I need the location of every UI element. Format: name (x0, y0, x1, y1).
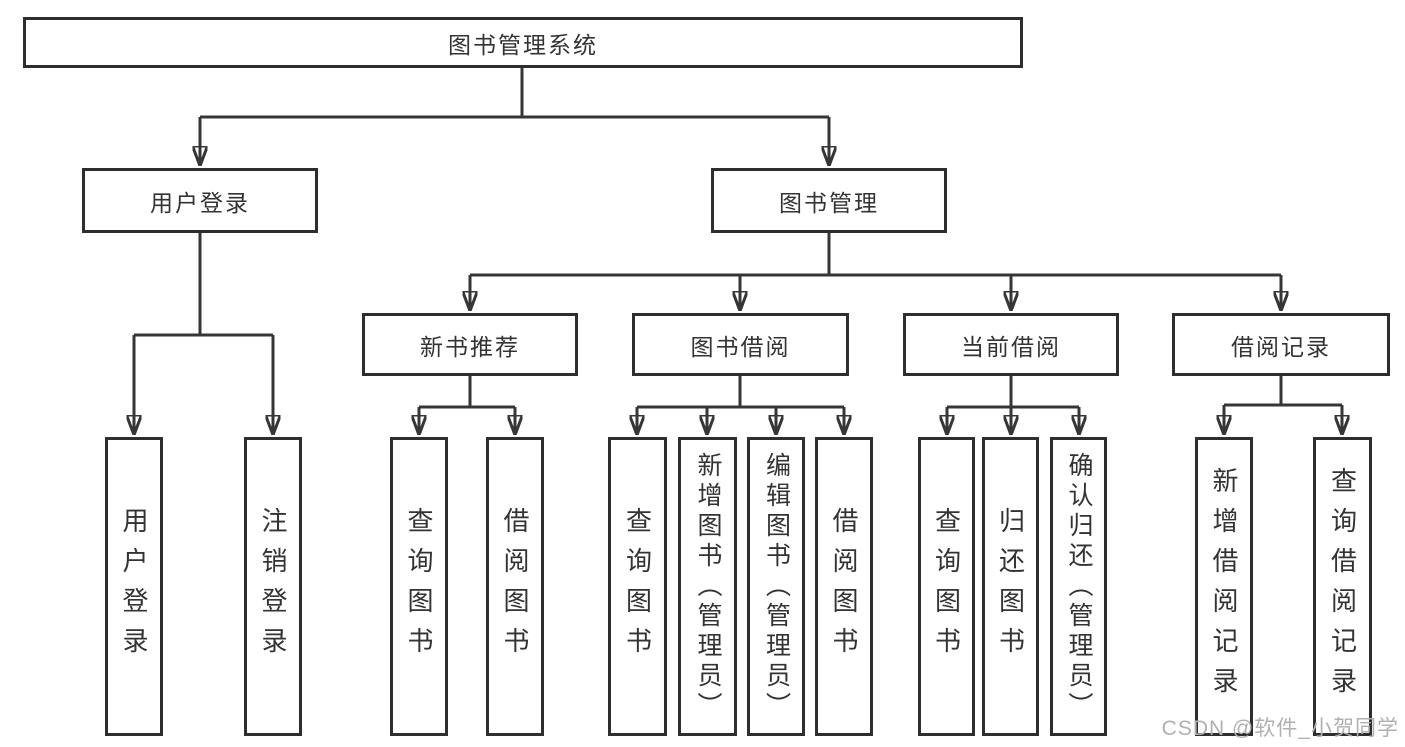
leaf-records-add-borrow-record-label: 新增借阅记录 (1209, 466, 1239, 707)
leaf-borrowing-borrow-books: 借阅图书 (815, 437, 873, 736)
leaf-user-login: 用户登录 (105, 437, 163, 736)
connector-new-book-rec (419, 376, 515, 435)
leaf-current-query-books-label: 查询图书 (931, 506, 962, 667)
leaf-borrowing-query-books: 查询图书 (608, 437, 667, 736)
leaf-current-confirm-return-admin-label: 确认归还（管理员） (1065, 451, 1093, 722)
leaf-recommend-query-books-label: 查询图书 (404, 506, 434, 667)
connector-current-borrow (947, 376, 1079, 435)
leaf-current-return-books: 归还图书 (982, 437, 1039, 736)
node-current-borrowing: 当前借阅 (903, 313, 1119, 376)
node-user-login: 用户登录 (82, 168, 318, 233)
node-book-borrowing-label: 图书借阅 (690, 333, 791, 360)
leaf-borrowing-query-books-label: 查询图书 (622, 506, 653, 667)
leaf-logout-login: 注销登录 (244, 437, 302, 736)
node-new-book-recommend-label: 新书推荐 (420, 333, 520, 360)
leaf-borrowing-add-books-admin-label: 新增图书（管理员） (694, 451, 722, 722)
leaf-recommend-borrow-books-label: 借阅图书 (500, 506, 530, 667)
leaf-logout-login-label: 注销登录 (258, 506, 288, 667)
node-borrow-records: 借阅记录 (1172, 313, 1390, 376)
connector-book-mgmt (470, 233, 1281, 311)
connector-user-login (134, 233, 273, 435)
connector-borrow-records (1224, 376, 1342, 435)
leaf-borrowing-add-books-admin: 新增图书（管理员） (678, 437, 737, 736)
leaf-recommend-borrow-books: 借阅图书 (486, 437, 544, 736)
node-current-borrowing-label: 当前借阅 (961, 333, 1061, 360)
node-book-management: 图书管理 (711, 168, 947, 233)
leaf-borrowing-edit-books-admin: 编辑图书（管理员） (747, 437, 805, 736)
node-root-label: 图书管理系统 (448, 31, 598, 58)
node-book-management-label: 图书管理 (779, 189, 879, 216)
leaf-records-query-borrow-record: 查询借阅记录 (1313, 437, 1372, 736)
leaf-current-return-books-label: 归还图书 (995, 506, 1026, 667)
watermark: CSDN @软件_小贺同学 (1161, 717, 1399, 740)
leaf-records-add-borrow-record: 新增借阅记录 (1195, 437, 1253, 736)
leaf-user-login-label: 用户登录 (119, 506, 149, 667)
node-book-borrowing: 图书借阅 (632, 313, 849, 376)
node-root: 图书管理系统 (23, 17, 1023, 68)
leaf-records-query-borrow-record-label: 查询借阅记录 (1327, 466, 1358, 707)
leaf-current-query-books: 查询图书 (918, 437, 975, 736)
node-new-book-recommend: 新书推荐 (362, 313, 578, 376)
leaf-borrowing-edit-books-admin-label: 编辑图书（管理员） (762, 451, 791, 722)
leaf-borrowing-borrow-books-label: 借阅图书 (829, 506, 859, 667)
connector-root (200, 68, 829, 166)
leaf-current-confirm-return-admin: 确认归还（管理员） (1050, 437, 1107, 736)
connector-book-borrow (637, 376, 844, 435)
node-user-login-label: 用户登录 (150, 189, 250, 216)
leaf-recommend-query-books: 查询图书 (390, 437, 448, 736)
node-borrow-records-label: 借阅记录 (1231, 333, 1331, 360)
